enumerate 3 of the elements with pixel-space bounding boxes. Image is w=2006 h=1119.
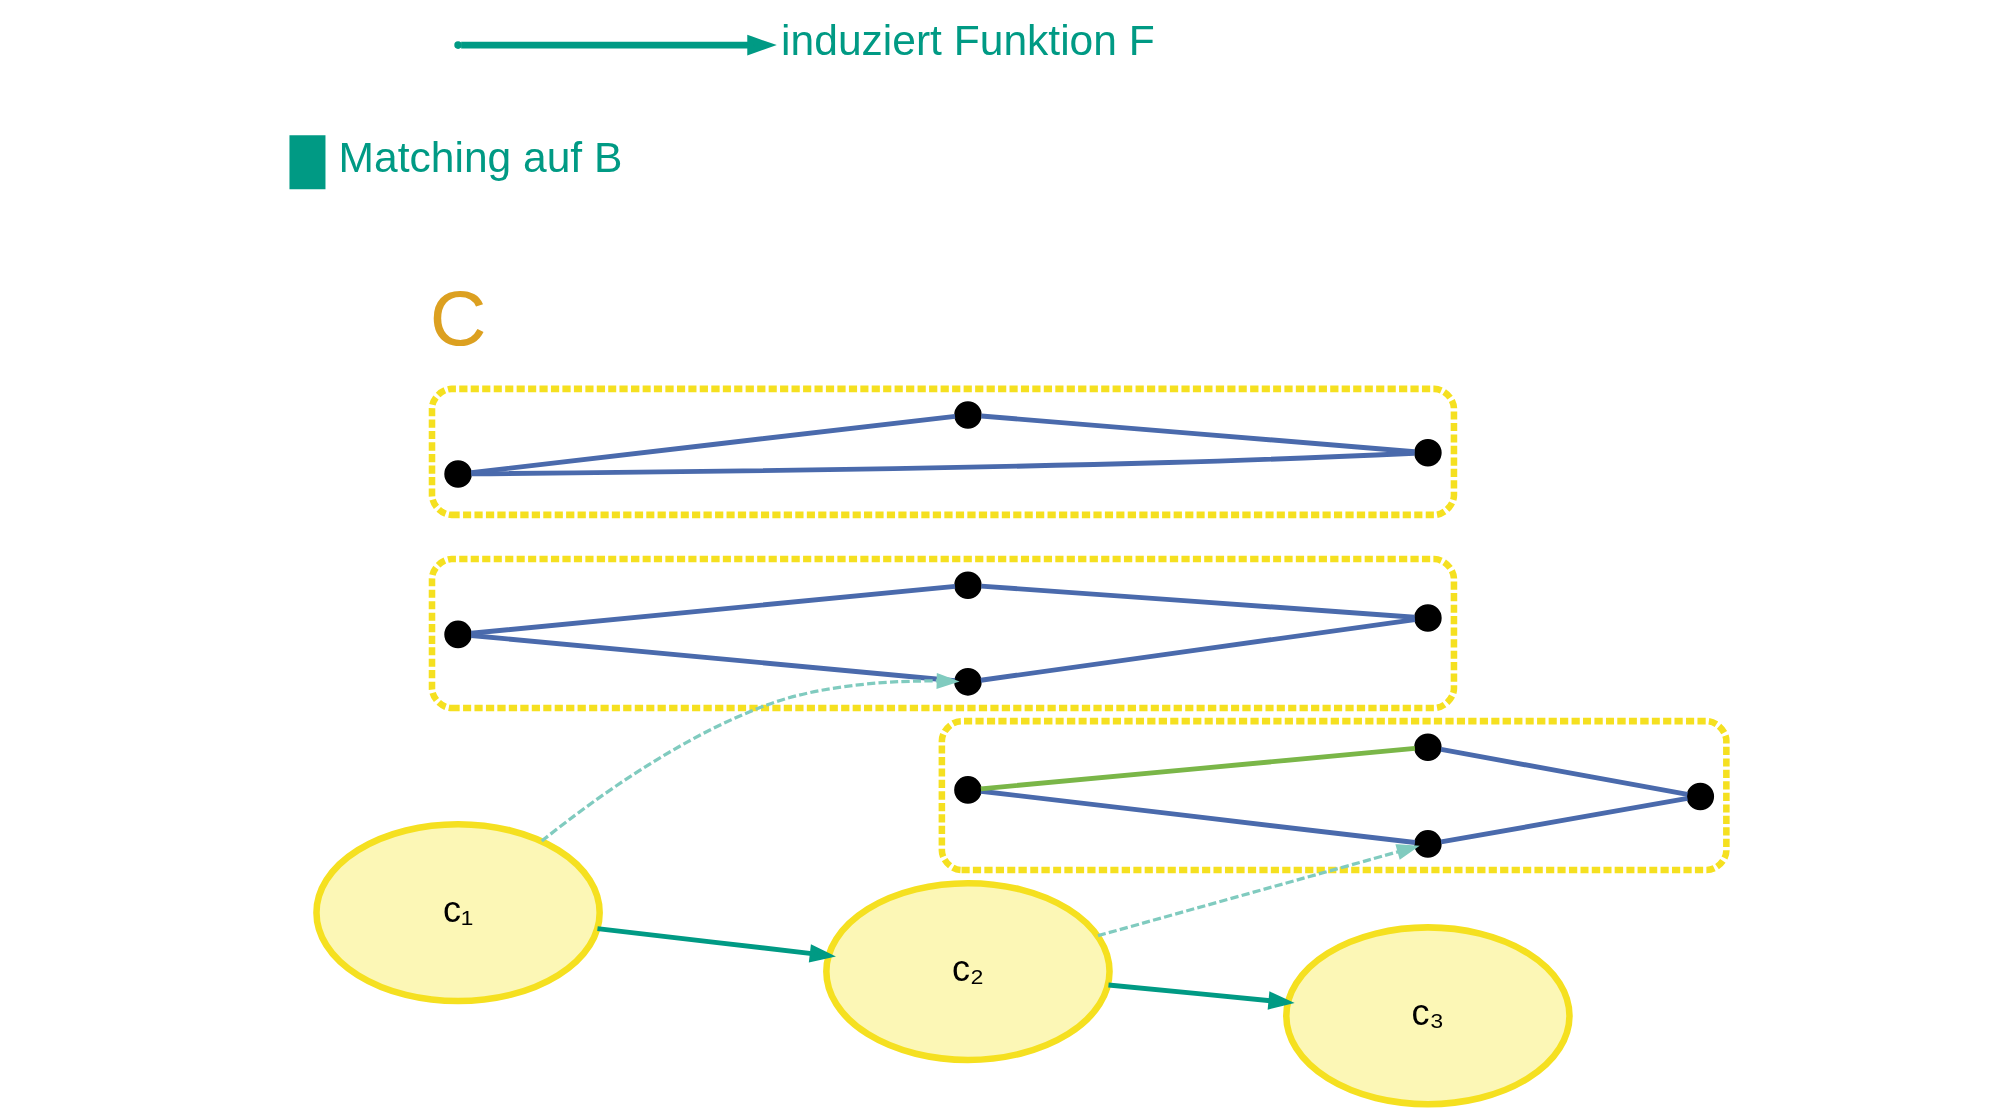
legend-label: induziert Funktion F <box>781 16 1155 65</box>
label: C <box>429 273 487 362</box>
legend-label: Matching auf B <box>338 133 623 182</box>
